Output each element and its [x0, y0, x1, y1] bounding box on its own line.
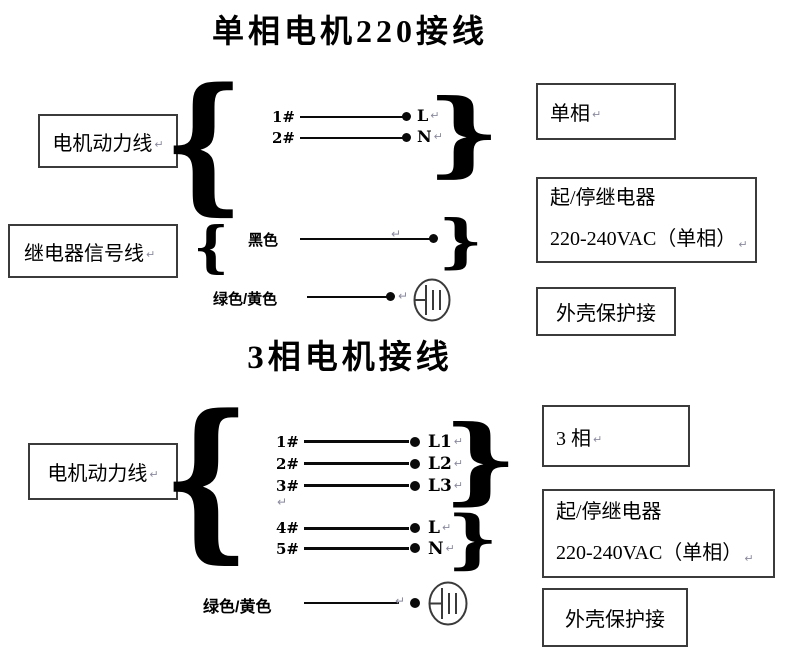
return-mark: ↵ [277, 495, 288, 509]
s2-ground-wire-dot [410, 598, 420, 608]
s2-power2-line [304, 547, 409, 550]
s2-phase2-dot [410, 459, 420, 469]
return-mark: ↵ [445, 542, 455, 555]
s1-signal-wire-color-label: 黑色 [248, 232, 279, 249]
s1-phase-box: 单相↵ [536, 83, 676, 140]
s1-wire1-line [300, 116, 403, 118]
s2-ground-wire-color-label: 绿色/黄色 [203, 599, 272, 616]
return-mark: ↵ [391, 227, 402, 241]
return-mark: ↵ [149, 468, 159, 481]
s2-phase1-id: 1# [276, 433, 300, 451]
s1-ground-box: 外壳保护接 [536, 287, 676, 336]
return-mark: ↵ [395, 594, 406, 608]
s1-relay-signal-box: 继电器信号线↵ [8, 224, 178, 278]
s2-phase3-id: 3# [276, 477, 300, 495]
right-brace-glyph: } [442, 405, 518, 515]
s1-wire2-id: 2# [272, 129, 296, 147]
s2-phase3-terminal: L3 [428, 476, 452, 496]
s2-phase3-line [304, 484, 409, 487]
protective-earth-icon [413, 278, 451, 322]
return-mark: ↵ [453, 479, 464, 492]
left-brace-glyph: { [193, 214, 229, 279]
s1-signal-right-brace: } [439, 212, 484, 270]
s2-phase-right-brace: } [442, 413, 518, 507]
return-mark: ↵ [146, 247, 156, 261]
s2-power2-terminal: N [428, 539, 444, 559]
s2-power1-dot [410, 523, 420, 533]
s1-relay-line1: 起/停继电器 [550, 187, 656, 209]
s2-phase2-id: 2# [276, 455, 300, 473]
s1-signal-left-brace: { [193, 219, 228, 274]
s2-ground-wire-line [304, 602, 399, 604]
s1-phase-label: 单相 [550, 103, 590, 125]
s2-power1-id: 4# [276, 519, 300, 537]
right-brace-glyph: } [438, 207, 484, 275]
s1-motor-power-box: 电机动力线↵ [38, 114, 178, 168]
left-brace-glyph: { [163, 55, 245, 229]
return-mark: ↵ [738, 238, 748, 251]
right-brace-glyph: } [447, 502, 499, 577]
return-mark: ↵ [744, 551, 754, 565]
s2-relay-box: 起/停继电器 220-240VAC（单相）↵ [542, 489, 775, 578]
return-mark: ↵ [593, 432, 603, 446]
s1-ground-label: 外壳保护接 [556, 303, 656, 325]
s1-wire2-dot [402, 133, 411, 142]
s2-phase1-line [304, 440, 409, 443]
s2-ground-box: 外壳保护接 [542, 588, 688, 647]
s2-left-brace: { [162, 392, 250, 564]
s1-wire1-terminal: L [417, 106, 429, 125]
s2-ground-label: 外壳保护接 [565, 609, 665, 631]
s2-power2-id: 5# [276, 540, 300, 558]
s2-title: 3相电机接线 [247, 340, 453, 376]
protective-earth-icon [428, 581, 468, 626]
left-brace-glyph: { [161, 376, 251, 579]
s1-relay-signal-label: 继电器信号线 [24, 242, 144, 265]
s2-phase-box: 3 相↵ [542, 405, 690, 467]
s1-signal-wire-dot [429, 234, 438, 243]
s2-relay-line1: 起/停继电器 [556, 500, 662, 523]
s2-power1-line [304, 527, 409, 530]
s2-power2-dot [410, 543, 420, 553]
return-mark: ↵ [433, 130, 443, 143]
return-mark: ↵ [430, 109, 440, 122]
s1-wire2-line [300, 137, 403, 139]
s1-title: 单相电机220接线 [211, 13, 488, 49]
return-mark: ↵ [453, 435, 464, 448]
return-mark: ↵ [398, 289, 409, 303]
s1-wire2-terminal: N [417, 127, 432, 146]
s1-ground-wire-line [307, 296, 387, 298]
s1-ground-wire-dot [386, 292, 395, 301]
s1-motor-power-label: 电机动力线 [52, 132, 153, 155]
s1-relay-box: 起/停继电器 220-240VAC（单相）↵ [536, 177, 757, 263]
return-mark: ↵ [154, 137, 164, 151]
s2-phase1-dot [410, 437, 420, 447]
s2-phase2-terminal: L2 [428, 454, 452, 474]
s2-motor-power-label: 电机动力线 [47, 463, 148, 485]
s1-relay-line2: 220-240VAC（单相） [550, 228, 737, 250]
s2-power-right-brace: } [447, 508, 498, 572]
return-mark: ↵ [453, 457, 464, 470]
s2-phase2-line [304, 462, 409, 465]
s2-phase1-terminal: L1 [428, 432, 452, 452]
s1-wire1-id: 1# [272, 108, 296, 126]
return-mark: ↵ [592, 108, 602, 121]
return-mark: ↵ [441, 521, 452, 534]
s2-motor-power-box: 电机动力线↵ [28, 443, 178, 500]
s2-power1-terminal: L [428, 518, 440, 538]
s2-phase3-dot [410, 481, 420, 491]
s1-signal-wire-line [300, 238, 430, 240]
s2-relay-line2: 220-240VAC（单相） [556, 541, 743, 564]
s2-phase-label: 3 相 [556, 427, 591, 450]
s1-left-brace: { [164, 68, 245, 216]
right-brace-glyph: } [427, 79, 501, 187]
s1-ground-wire-color-label: 绿色/黄色 [213, 291, 278, 308]
s1-right-brace: } [427, 86, 501, 180]
s1-wire1-dot [402, 112, 411, 121]
